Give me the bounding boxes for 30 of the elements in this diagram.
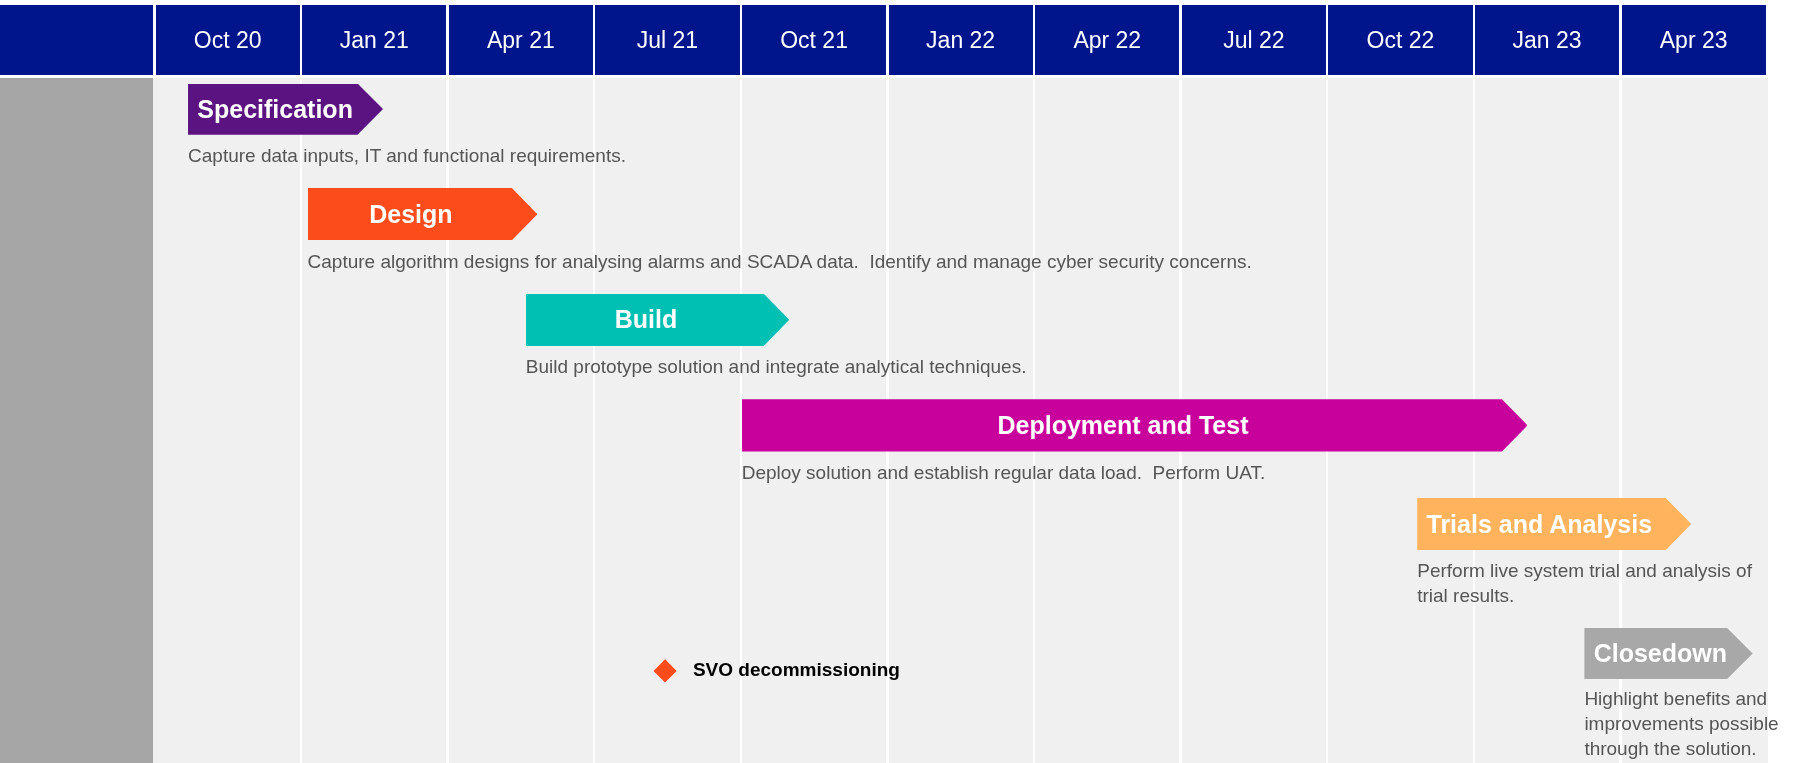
phase-bar: [188, 83, 384, 135]
phase-title: Build: [614, 305, 678, 335]
phase-title: Closedown: [1593, 638, 1727, 668]
phase-bar: [1584, 627, 1753, 679]
phase-description: Perform live system trial and analysis of trial results.: [1417, 559, 1753, 609]
column-header: Apr 22: [1035, 4, 1180, 76]
column-header: Jan 22: [888, 4, 1033, 76]
milestone-label: SVO decommissioning: [692, 658, 901, 683]
column-header: Apr 21: [448, 4, 593, 76]
column-header: Jul 21: [595, 4, 740, 76]
column-header: Jul 22: [1181, 4, 1326, 76]
column-header: Apr 23: [1621, 4, 1766, 76]
phase-description: Deploy solution and establish regular data load. Perform UAT.: [741, 460, 1267, 485]
phase-title: Design: [369, 199, 453, 229]
column-header: Jan 21: [302, 4, 447, 76]
column-header: Jan 23: [1474, 4, 1620, 76]
column-header: Oct 22: [1328, 4, 1473, 76]
phase-title: Specification: [197, 94, 353, 124]
phase-description: Capture data inputs, IT and functional requirements.: [188, 143, 627, 168]
phase-bar: [525, 293, 790, 346]
phase-title: Trials and Analysis: [1426, 509, 1653, 539]
phase-title: Deployment and Test: [997, 410, 1249, 440]
phase-bar: [741, 399, 1528, 452]
column-header: Oct 20: [155, 4, 300, 76]
phase-bar: [307, 188, 538, 241]
phase-description: Highlight benefits and improvements possible through the solution.: [1584, 687, 1780, 761]
phase-bar: [1417, 497, 1692, 551]
phase-description: Build prototype solution and integrate analytical techniques.: [525, 355, 1028, 380]
phase-description: Capture algorithm designs for analysing alarms and SCADA data. Identify and manage cyber security concerns.: [307, 249, 1253, 274]
column-header: Oct 21: [741, 4, 887, 76]
